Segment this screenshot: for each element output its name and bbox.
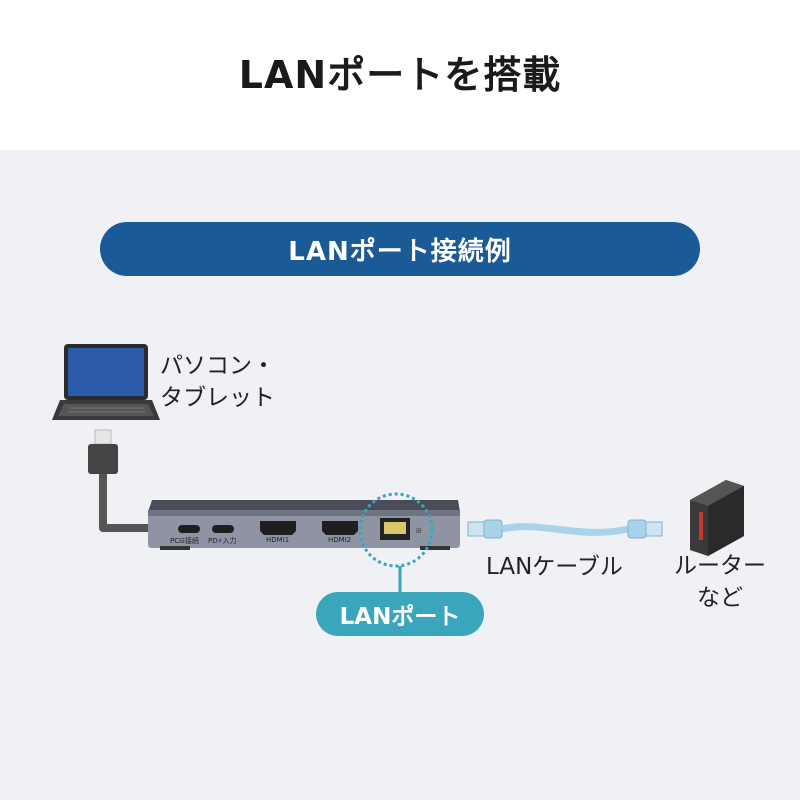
laptop-icon: [52, 344, 160, 420]
ethernet-cable-icon: [467, 519, 663, 539]
lan-port-badge-label: LANポート: [339, 604, 461, 630]
router-label-line1: ルーター: [674, 553, 766, 579]
port-label-hdmi1: HDMI1: [266, 536, 290, 544]
section-pill-label: LANポート接続例: [288, 236, 512, 267]
usb-cable: [88, 429, 150, 532]
lan-port-icon: [380, 518, 410, 540]
page-title: LANポートを搭載: [238, 53, 562, 97]
cable-label: LANケーブル: [486, 554, 623, 580]
lan-highlight-ring: [358, 492, 434, 568]
laptop-label: パソコン・ タブレット: [160, 350, 275, 414]
laptop-label-line2: タブレット: [160, 385, 275, 411]
router-label-line2: など: [697, 585, 743, 611]
router-label: ルーター など: [668, 550, 772, 614]
port-label-pd: PD⚡入力: [208, 537, 237, 545]
port-label-hdmi2: HDMI2: [328, 536, 352, 544]
router-icon: [690, 480, 744, 556]
lan-port-badge: LANポート: [316, 592, 484, 636]
hub-port-labels: PC⊟接続 PD⚡入力 HDMI1 HDMI2: [148, 536, 460, 548]
port-label-pc: PC⊟接続: [170, 537, 199, 545]
svg-text:⊞: ⊞: [416, 527, 422, 535]
section-pill: LANポート接続例: [100, 222, 700, 276]
laptop-label-line1: パソコン・: [160, 353, 275, 379]
usb-hub-icon: ⊞: [148, 500, 460, 550]
